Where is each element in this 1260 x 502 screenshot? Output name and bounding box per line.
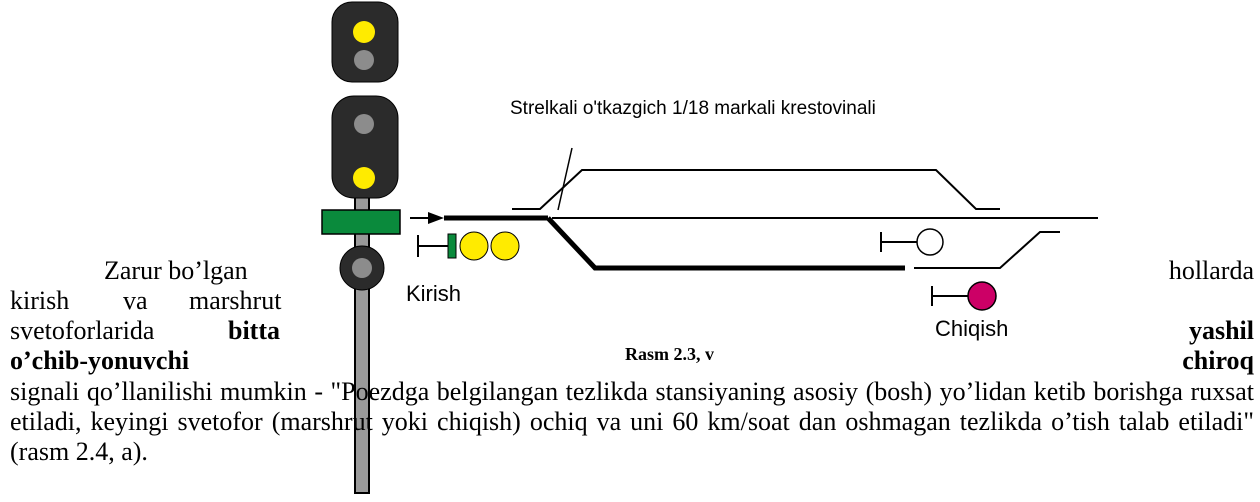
text-line1-right: hollarda: [1168, 256, 1254, 285]
text-line3-yashil: yashil: [1188, 316, 1254, 345]
signal-bottom-light: [352, 258, 372, 278]
signal-light-gray-top: [354, 50, 374, 70]
text-line2-marshrut: marshrut: [189, 286, 282, 315]
lower-right-track: [914, 231, 1060, 269]
direction-arrow-head: [428, 212, 444, 224]
body-paragraph: signali qo’llanilishi mumkin - "Poezdga …: [10, 377, 1254, 466]
text-line3-bitta: bitta: [228, 316, 280, 345]
signal-light-yellow-mid: [353, 167, 375, 189]
text-line1-left: Zarur bo’lgan: [104, 256, 248, 285]
text-line2-kirish: kirish: [10, 286, 70, 315]
switch-pointer-line: [557, 147, 573, 211]
exit-signal-light: [967, 281, 997, 311]
signal-light-yellow-top: [353, 21, 375, 43]
signal-head-lower: [331, 95, 399, 199]
text-line2-va: va: [123, 286, 148, 315]
text-line4-chiroq: chiroq: [1182, 346, 1254, 375]
exit-label: Chiqish: [935, 316, 1008, 341]
figure-caption: Rasm 2.3, v: [625, 344, 714, 364]
entry-signal-green: [447, 233, 457, 259]
entry-signal-yellow-1: [459, 231, 489, 261]
diverging-track: [546, 216, 905, 271]
switch-label: Strelkali o'tkazgich 1/18 markali kresto…: [510, 98, 876, 119]
text-line3-svetoforlarida: svetoforlarida: [10, 316, 155, 345]
entry-label: Kirish: [406, 281, 461, 306]
entry-signal-yellow-2: [490, 231, 520, 261]
signal-green-plate: [321, 209, 401, 235]
text-line4-ochib-yonuvchi: o’chib-yonuvchi: [10, 346, 190, 375]
signal-light-gray-mid: [354, 114, 374, 134]
route-signal-light: [916, 228, 944, 256]
upper-track: [512, 169, 1000, 210]
